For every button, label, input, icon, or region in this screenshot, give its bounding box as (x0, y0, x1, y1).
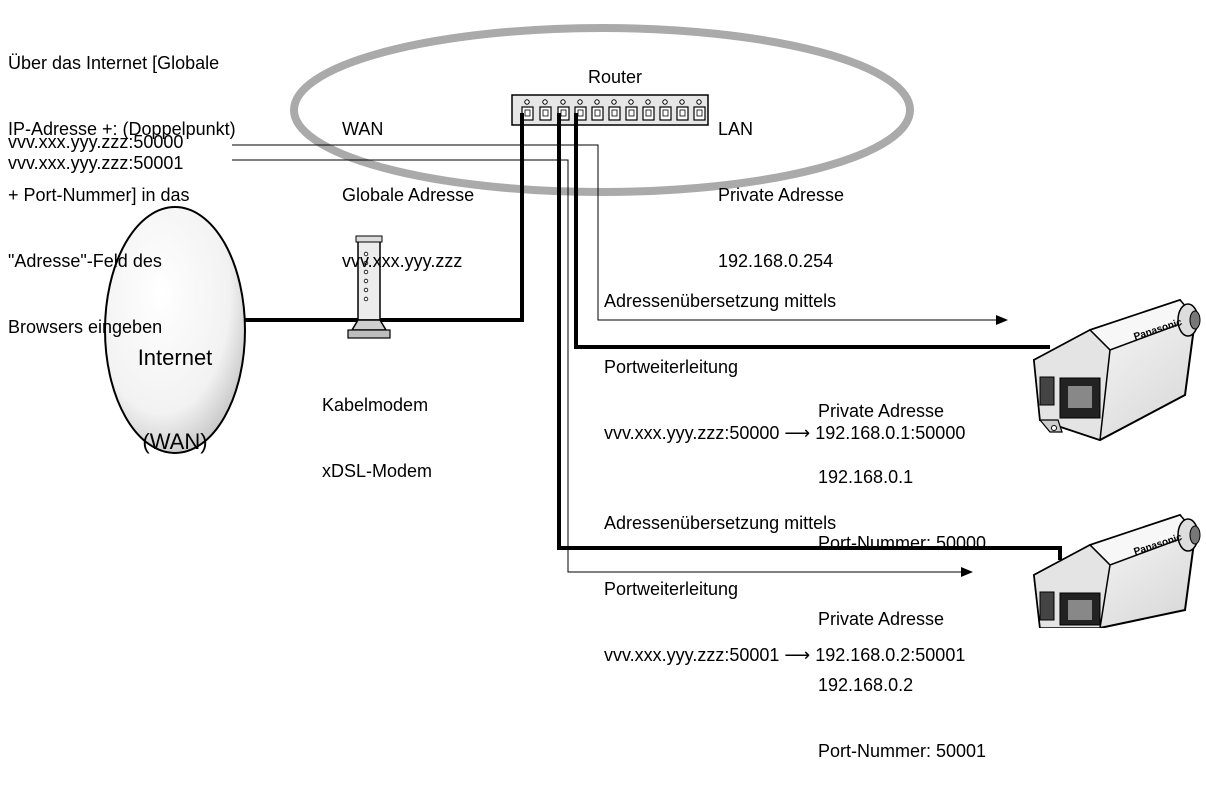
forward-line: Adressenübersetzung mittels (604, 291, 837, 311)
modem-device (347, 235, 391, 339)
router-lan-label: LAN Private Adresse 192.168.0.254 (718, 74, 844, 316)
camera-1-label: Private Adresse 192.168.0.1 Port-Nummer:… (818, 356, 986, 598)
forward-line: vvv.xxx.yyy.zzz:50000 ⟶ 192.168.0.1:5000… (604, 423, 966, 443)
camera-line: 192.168.0.1 (818, 467, 914, 487)
forward-line: Portweiterleitung (604, 357, 739, 377)
modem-label: Kabelmodem xDSL-Modem (322, 350, 432, 526)
leader-line-url-2 (232, 159, 965, 573)
modem-line: xDSL-Modem (322, 461, 433, 481)
camera-1-device: Panasonic (1032, 298, 1201, 442)
port-forward-note-1: Adressenübersetzung mittels Portweiterle… (604, 246, 965, 488)
internet-line: Internet (137, 345, 213, 370)
router-zone-ellipse (290, 24, 914, 196)
browser-instructions: Über das Internet [Globale IP-Adresse +:… (8, 8, 236, 382)
internet-oval (104, 206, 246, 454)
lan-line: LAN (718, 119, 754, 139)
cable-camera-1 (574, 113, 1050, 349)
browser-note-line: IP-Adresse +: (Doppelpunkt) (8, 119, 236, 139)
camera-line: Private Adresse (818, 609, 945, 629)
camera-2-label: Private Adresse 192.168.0.2 Port-Nummer:… (818, 564, 986, 806)
camera-line: Private Adresse (818, 401, 945, 421)
lan-line: 192.168.0.254 (718, 251, 834, 271)
camera-line: 192.168.0.2 (818, 675, 914, 695)
network-diagram: Panasonic Panasonic Über das Internet [G… (8, 8, 1201, 761)
arrowhead-1 (996, 315, 1008, 325)
internet-line: (WAN) (142, 429, 208, 454)
arrowhead-2 (961, 567, 973, 577)
forward-line: Adressenübersetzung mittels (604, 513, 837, 533)
camera-2-device: Panasonic (1032, 513, 1201, 628)
browser-note-line: + Port-Nummer] in das (8, 185, 190, 205)
camera-line: Port-Nummer: 50001 (818, 741, 987, 761)
diagram-graphics: Panasonic Panasonic (104, 24, 1201, 628)
browser-note-line: Über das Internet [Globale (8, 53, 220, 73)
wan-line: WAN (342, 119, 384, 139)
browser-note-line: "Adresse"-Feld des (8, 251, 162, 271)
wan-line: vvv.xxx.yyy.zzz (342, 251, 463, 271)
leader-line-url-1 (232, 144, 1000, 321)
router-title: Router (588, 67, 643, 87)
modem-line: Kabelmodem (322, 395, 429, 415)
wan-line: Globale Adresse (342, 185, 475, 205)
cable-wan (245, 113, 524, 322)
url-label-1: vvv.xxx.yyy.zzz:50000 (8, 132, 184, 152)
browser-note-line: Browsers eingeben (8, 317, 163, 337)
forward-line: Portweiterleitung (604, 579, 739, 599)
router-wan-label: WAN Globale Adresse vvv.xxx.yyy.zzz (342, 74, 474, 316)
url-label-2: vvv.xxx.yyy.zzz:50001 (8, 153, 184, 173)
cable-camera-2 (557, 113, 1062, 560)
router-ports (521, 99, 706, 121)
internet-label: Internet (WAN) (120, 288, 230, 512)
router-device (511, 94, 709, 126)
camera-line: Port-Nummer: 50000 (818, 533, 987, 553)
lan-line: Private Adresse (718, 185, 845, 205)
